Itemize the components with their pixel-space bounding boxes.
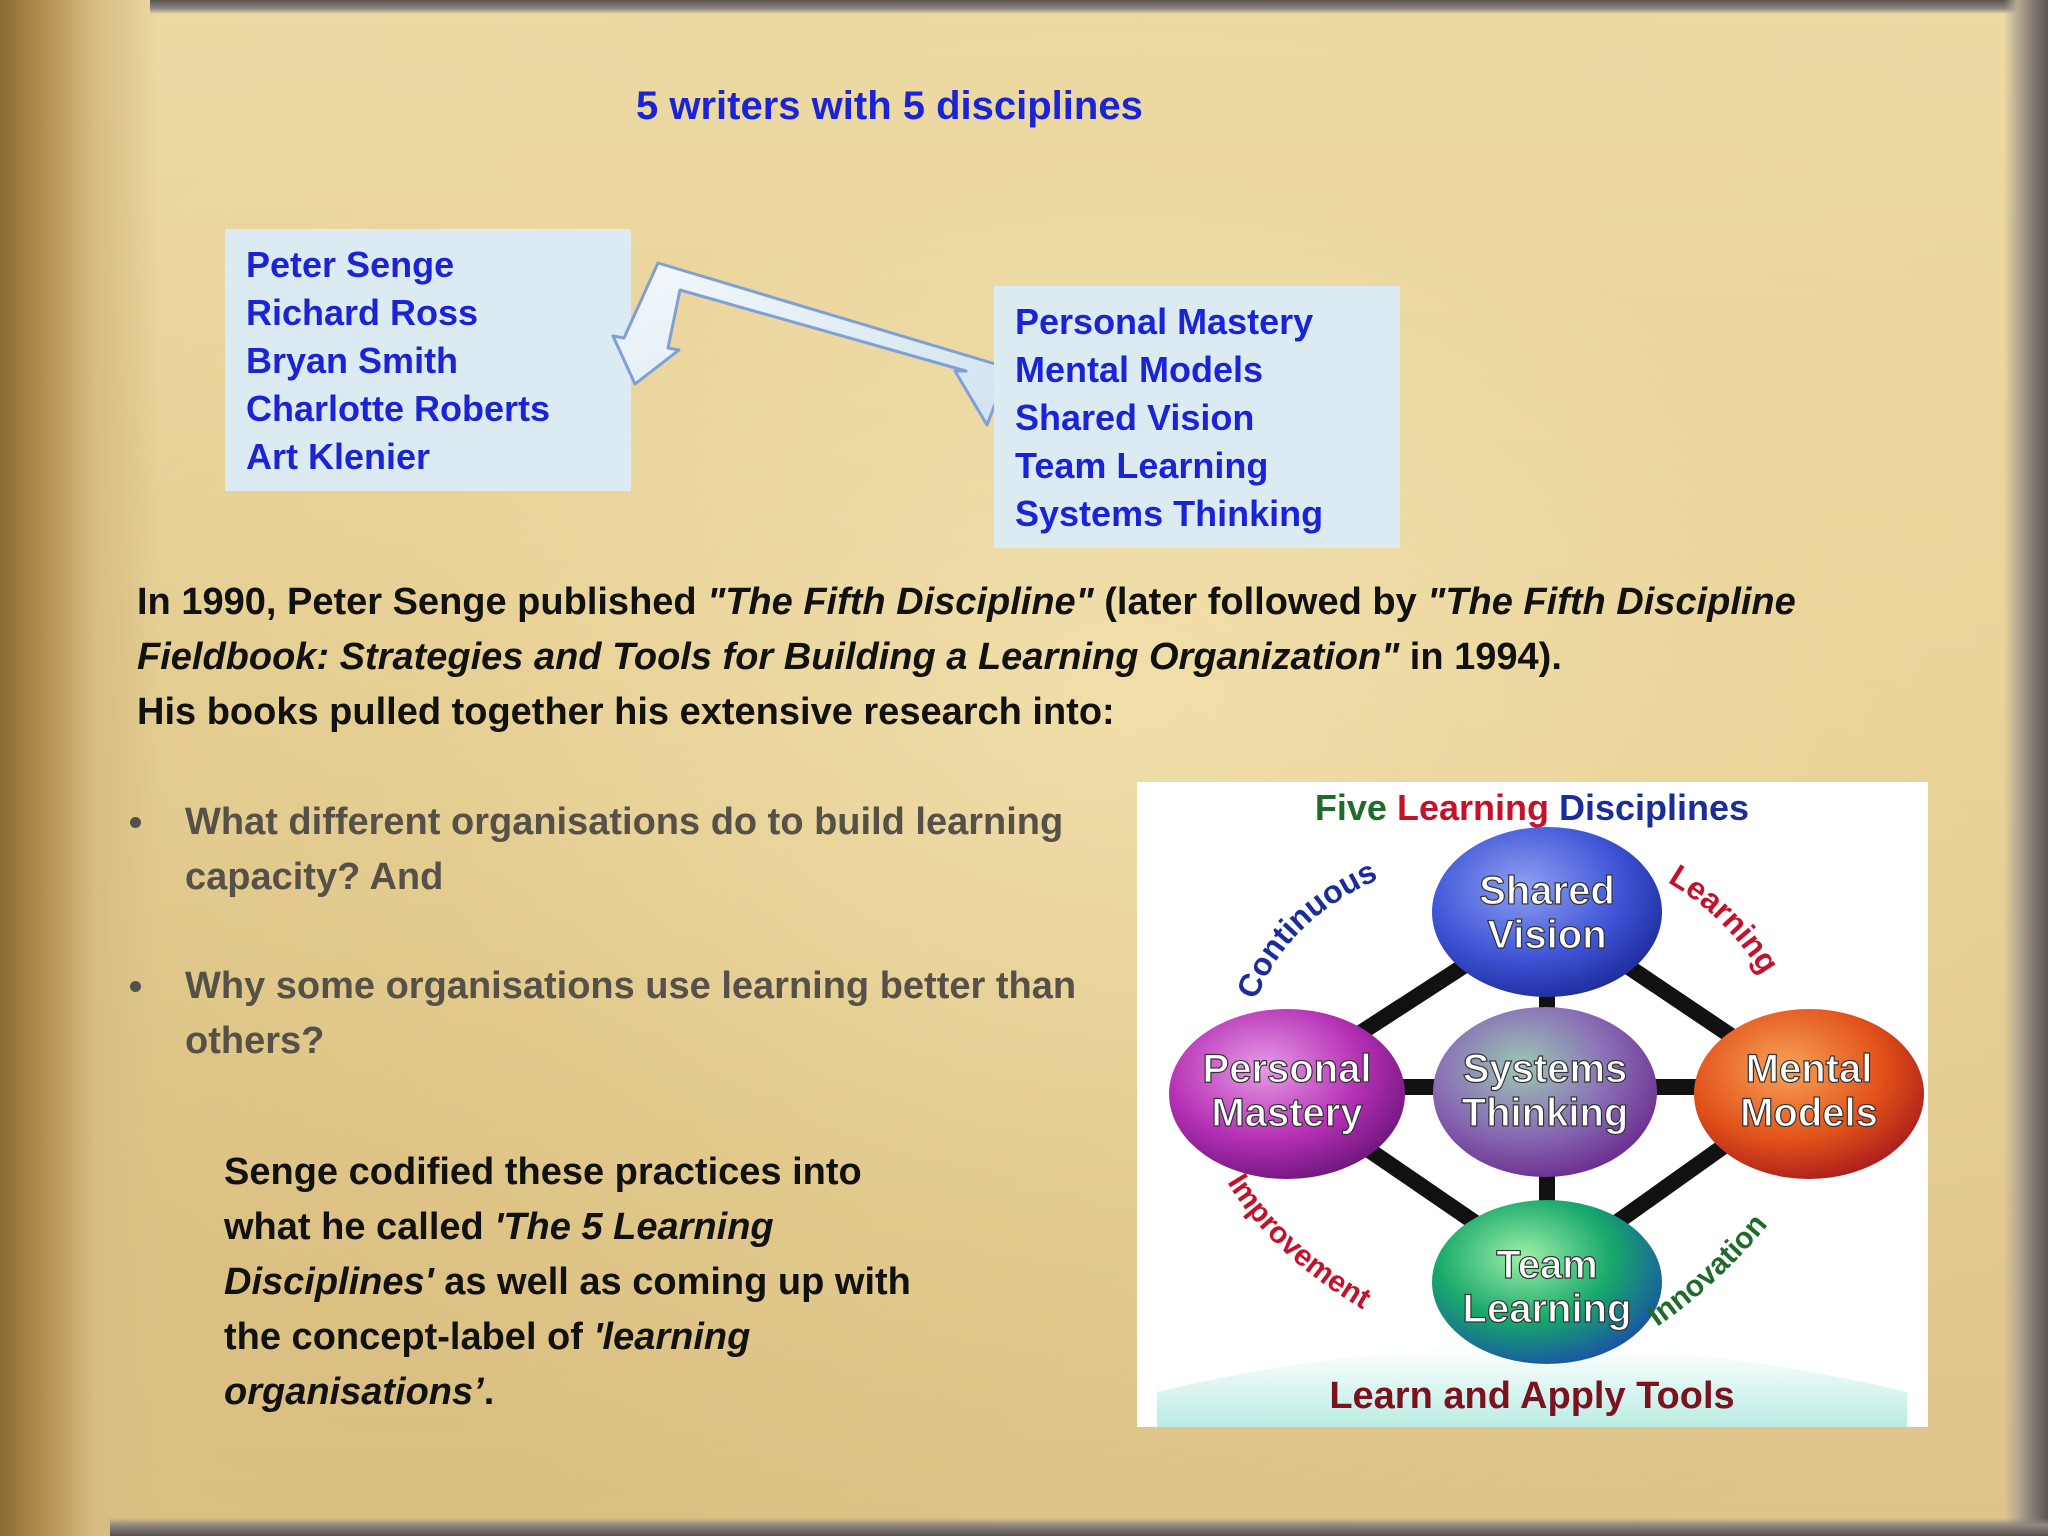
node-mental-models: Mental Models [1694,1009,1924,1179]
node-shared-vision: Shared Vision [1432,827,1662,997]
node-team-learning: Team Learning [1432,1200,1662,1364]
slide-title: 5 writers with 5 disciplines [636,84,1143,128]
diagram-svg: Five Learning Disciplines Shared Vision … [1157,787,1924,1427]
writer-name: Charlotte Roberts [246,388,551,429]
diagram-title: Five Learning Disciplines [1315,787,1749,828]
writer-name: Richard Ross [246,292,479,333]
title-word: Disciplines [1559,787,1749,828]
diagram-footer: Learn and Apply Tools [1329,1375,1734,1417]
discipline-name: Systems Thinking [1015,493,1324,534]
title-word: Five [1315,787,1387,828]
edge-word-text: Continuous [1229,853,1382,1003]
research-questions-list: What different organisations do to build… [126,795,1086,1123]
edge-word-improvement: Improvement [1221,1168,1376,1315]
writer-name: Art Klenier [246,436,431,477]
node-label: Thinking [1462,1091,1629,1135]
writer-name: Peter Senge [246,244,455,285]
node-label: Systems [1463,1047,1628,1091]
discipline-name: Team Learning [1015,445,1269,486]
writers-box: Peter Senge Richard Ross Bryan Smith Cha… [225,229,631,491]
node-label: Mastery [1211,1091,1363,1135]
node-label: Shared [1479,869,1615,913]
frame-right-edge [2004,0,2048,1536]
intro-text: His books pulled together his extensive … [137,691,1115,733]
intro-text: In 1990, Peter Senge published [137,581,708,623]
discipline-name: Personal Mastery [1015,301,1314,342]
list-item: What different organisations do to build… [126,795,1086,905]
title-word: Learning [1397,787,1549,828]
node-label: Team [1496,1243,1598,1287]
node-systems-thinking: Systems Thinking [1433,1007,1657,1177]
frame-bottom-edge [110,1518,2048,1536]
node-label: Vision [1487,913,1606,957]
key-term: 'learning organisations’ [224,1316,751,1413]
discipline-name: Shared Vision [1015,397,1255,438]
book-title: "The Fifth Discipline Fieldbook: Strateg… [137,581,1796,678]
codified-text: . [483,1371,495,1413]
footer-band [1157,1347,1907,1427]
writer-name: Bryan Smith [246,340,459,381]
node-label: Personal [1203,1047,1372,1091]
book-spine [0,0,160,1536]
codified-paragraph: Senge codified these practices into what… [224,1145,924,1420]
five-disciplines-diagram: Five Learning Disciplines Shared Vision … [1137,782,1928,1427]
edge-word-continuous: Continuous [1229,853,1382,1003]
node-label: Mental [1746,1047,1873,1091]
edge-word-text: Improvement [1221,1168,1376,1315]
disciplines-box: Personal Mastery Mental Models Shared Vi… [994,286,1400,548]
key-term: 'The 5 Learning Disciplines' [224,1206,774,1303]
node-label: Models [1740,1091,1878,1135]
list-item: Why some organisations use learning bett… [126,959,1086,1069]
book-title: "The Fifth Discipline" [707,581,1094,623]
codified-text: Senge codified these practices into what… [224,1151,862,1248]
edge-word-learning: Learning [1663,857,1786,979]
intro-paragraph: In 1990, Peter Senge published "The Fift… [137,575,1917,740]
node-personal-mastery: Personal Mastery [1169,1009,1405,1179]
intro-text: in 1994). [1399,636,1562,678]
node-label: Learning [1463,1287,1632,1331]
frame-top-edge [150,0,2048,14]
connector-arrow [611,261,1014,427]
edge-word-innovation: Innovation [1642,1208,1774,1333]
edge-word-text: Learning [1663,857,1786,979]
edge-word-text: Innovation [1642,1208,1774,1333]
arrow-shape [611,261,1014,427]
intro-text: (later followed by [1093,581,1428,623]
discipline-name: Mental Models [1015,349,1264,390]
codified-text: as well as coming up with the concept-la… [224,1261,911,1358]
